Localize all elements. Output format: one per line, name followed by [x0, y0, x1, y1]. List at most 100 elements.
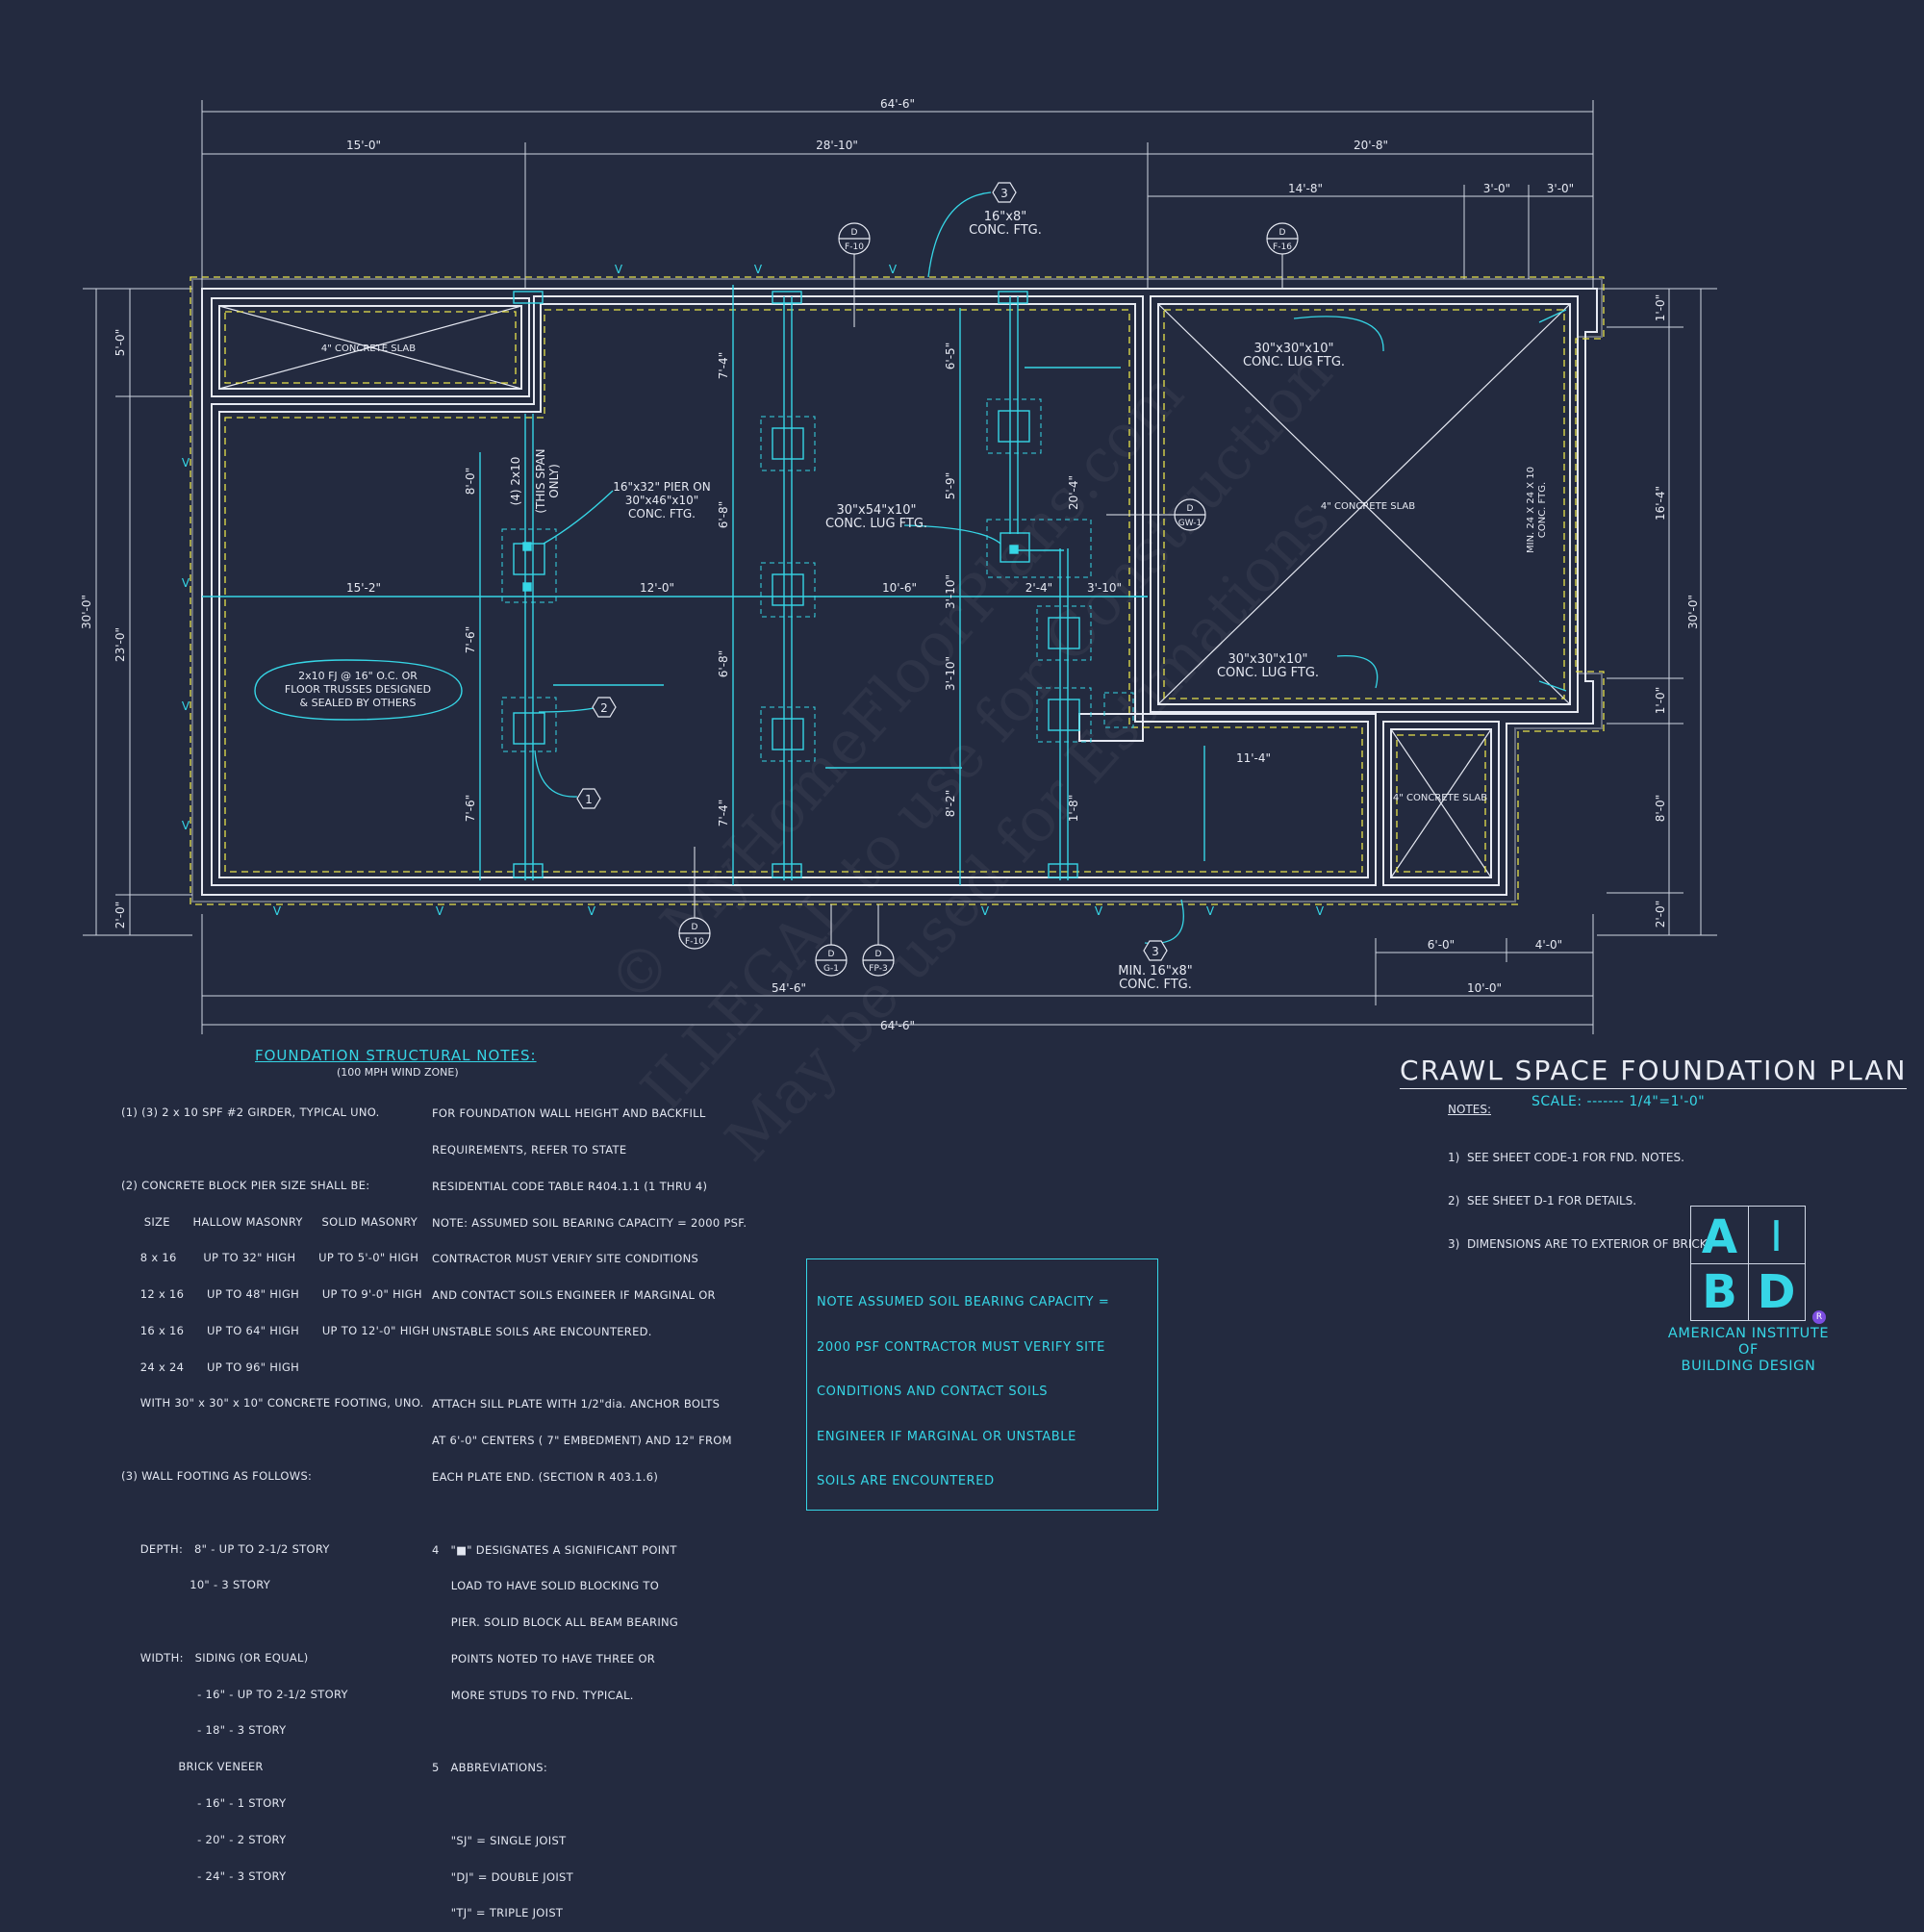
logo-letter-i: I — [1770, 1212, 1783, 1261]
note-line: (2) CONCRETE BLOCK PIER SIZE SHALL BE: — [121, 1178, 370, 1192]
right-ftg-2: CONC. FTG. — [1537, 482, 1548, 538]
svg-text:F-10: F-10 — [845, 242, 864, 252]
plan-notes: 1) SEE SHEET CODE-1 FOR FND. NOTES. 2) S… — [1448, 1122, 1711, 1266]
note-line — [121, 1615, 430, 1628]
dim-inner-11-4: 11'-4" — [1236, 751, 1271, 765]
note-line: "TJ" = TRIPLE JOIST — [432, 1906, 564, 1920]
lug-bottom-1: 30"x30"x10" — [1228, 652, 1308, 667]
lug-bottom-2: CONC. LUG FTG. — [1217, 666, 1319, 680]
dim-top-right-1: 14'-8" — [1288, 182, 1323, 195]
tag-2: 2 — [600, 701, 608, 715]
note-line: FOR FOUNDATION WALL HEIGHT AND BACKFILL — [432, 1106, 706, 1121]
dim-v-14: 1'-8" — [1067, 795, 1080, 822]
soil-note-line: CONDITIONS AND CONTACT SOILS — [817, 1385, 1049, 1399]
plan-note-line: 1) SEE SHEET CODE-1 FOR FND. NOTES. — [1448, 1151, 1684, 1164]
note-line: SIZE HALLOW MASONRY SOLID MASONRY — [121, 1214, 418, 1229]
note-line: WITH 30" x 30" x 10" CONCRETE FOOTING, U… — [121, 1396, 424, 1411]
detail-marker-6: DFP-3 — [862, 944, 895, 977]
svg-text:FP-3: FP-3 — [869, 964, 887, 974]
note-line: REQUIREMENTS, REFER TO STATE — [432, 1142, 627, 1157]
svg-text:F-10: F-10 — [685, 937, 704, 947]
note-line: "DJ" = DOUBLE JOIST — [432, 1869, 573, 1884]
dim-v-3: 7'-6" — [464, 795, 477, 822]
plan-note-line: 3) DIMENSIONS ARE TO EXTERIOR OF BRICK. — [1448, 1237, 1711, 1251]
vent-mark: V — [1316, 904, 1325, 918]
dim-top-right-2: 3'-0" — [1483, 182, 1510, 195]
note-line: "SJ" = SINGLE JOIST — [432, 1833, 567, 1847]
ftg-top-1: 16"x8" — [984, 210, 1026, 224]
dim-v-8: 6'-5" — [944, 343, 957, 369]
logo-name-line: OF — [1738, 1342, 1759, 1358]
dim-right-5: 2'-0" — [1654, 901, 1667, 928]
dim-row-5: 3'-10" — [1087, 581, 1122, 595]
detail-markers: DF-10 DF-16 DGW-1 DF-10 DG-1 DFP-3 — [678, 222, 1299, 977]
rotated-callouts: (4) 2x10 (THIS SPAN ONLY) MIN. 24 X 24 X… — [509, 448, 1548, 553]
registered-mark-icon: R — [1812, 1310, 1826, 1324]
logo-letter-d: D — [1757, 1264, 1796, 1319]
detail-marker-5: DG-1 — [815, 944, 848, 977]
dim-top-3: 20'-8" — [1354, 139, 1388, 152]
structural-notes-subheading: (100 MPH WIND ZONE) — [337, 1066, 459, 1079]
note-line: - 18" - 3 STORY — [121, 1723, 287, 1738]
vent-mark: V — [182, 819, 190, 832]
vent-mark: V — [436, 904, 444, 918]
dim-v-9: 5'-9" — [944, 472, 957, 499]
watermark-line-2: ILLEGAL to use for Construction — [627, 338, 1346, 1125]
vent-mark: V — [615, 263, 623, 276]
girder-line-1: (4) 2x10 — [509, 457, 522, 506]
note-line — [121, 1143, 430, 1156]
tag-3-top: 3 — [1000, 187, 1008, 200]
dim-v-12: 8'-2" — [944, 790, 957, 817]
dim-top-1: 15'-0" — [346, 139, 381, 152]
note-line: ATTACH SILL PLATE WITH 1/2"dia. ANCHOR B… — [432, 1397, 721, 1411]
note-line: WIDTH: SIDING (OR EQUAL) — [121, 1650, 309, 1665]
note-line: - 20" - 2 STORY — [121, 1832, 287, 1846]
tag-labels: 3 2 1 3 — [585, 187, 1159, 958]
note-line: EACH PLATE END. (SECTION R 403.1.6) — [432, 1470, 659, 1484]
logo-name: AMERICAN INSTITUTE OF BUILDING DESIGN — [1659, 1326, 1837, 1375]
dim-row-4: 2'-4" — [1025, 581, 1052, 595]
note-line: 8 x 16 UP TO 32" HIGH UP TO 5'-0" HIGH — [121, 1251, 419, 1265]
girder-line-3: ONLY) — [547, 464, 561, 498]
slab-label-2: 4" CONCRETE SLAB — [1321, 501, 1415, 512]
dim-top-right-3: 3'-0" — [1547, 182, 1574, 195]
dim-row-3: 10'-6" — [882, 581, 917, 595]
plan-title: CRAWL SPACE FOUNDATION PLAN — [1400, 1055, 1908, 1089]
tag-hexagons — [576, 182, 1168, 961]
dim-right-3: 1'-0" — [1654, 687, 1667, 714]
pier-1-line-1: 16"x32" PIER ON — [613, 480, 710, 494]
vent-mark: V — [981, 904, 990, 918]
note-line: BRICK VENEER — [121, 1760, 264, 1774]
vent-marks: V V V V V V V V V V V V V V — [182, 263, 1325, 918]
dimension-labels: 64'-6" 15'-0" 28'-10" 20'-8" 14'-8" 3'-0… — [346, 97, 1574, 1032]
beams-and-piers — [202, 285, 1205, 885]
slab-label-3: 4" CONCRETE SLAB — [1393, 793, 1487, 803]
section-cut-lines — [694, 254, 1283, 945]
vent-mark: V — [1206, 904, 1215, 918]
note-line — [432, 1362, 747, 1375]
note-line: AND CONTACT SOILS ENGINEER IF MARGINAL O… — [432, 1288, 716, 1303]
note-line: UNSTABLE SOILS ARE ENCOUNTERED. — [432, 1324, 652, 1338]
pier-2-line-2: CONC. LUG FTG. — [825, 517, 927, 531]
vent-mark: V — [754, 263, 763, 276]
note-line: 12 x 16 UP TO 48" HIGH UP TO 9'-0" HIGH — [121, 1287, 422, 1302]
dim-row-1: 15'-2" — [346, 581, 381, 595]
soil-note-line: ENGINEER IF MARGINAL OR UNSTABLE — [817, 1429, 1076, 1444]
svg-text:D: D — [692, 923, 698, 932]
slab-diagonals — [218, 303, 1571, 878]
dim-v-5: 6'-8" — [717, 501, 730, 528]
footing-outline — [190, 276, 1605, 905]
logo-divider-v — [1748, 1207, 1749, 1320]
dim-right-overall: 30'-0" — [1686, 595, 1700, 629]
note-line: 10" - 3 STORY — [121, 1578, 271, 1592]
svg-text:D: D — [828, 950, 835, 959]
dim-v-11: 3'-10" — [944, 656, 957, 691]
foundation-walls — [191, 278, 1603, 902]
pier-1-line-2: 30"x46"x10" — [625, 494, 699, 507]
dim-top-2: 28'-10" — [816, 139, 858, 152]
note-line: POINTS NOTED TO HAVE THREE OR — [432, 1651, 656, 1665]
pier-1-line-3: CONC. FTG. — [628, 507, 696, 521]
dim-v-1: 8'-0" — [464, 468, 477, 495]
note-line: PIER. SOLID BLOCK ALL BEAM BEARING — [432, 1615, 679, 1630]
note-line: (1) (3) 2 x 10 SPF #2 GIRDER, TYPICAL UN… — [121, 1106, 380, 1120]
